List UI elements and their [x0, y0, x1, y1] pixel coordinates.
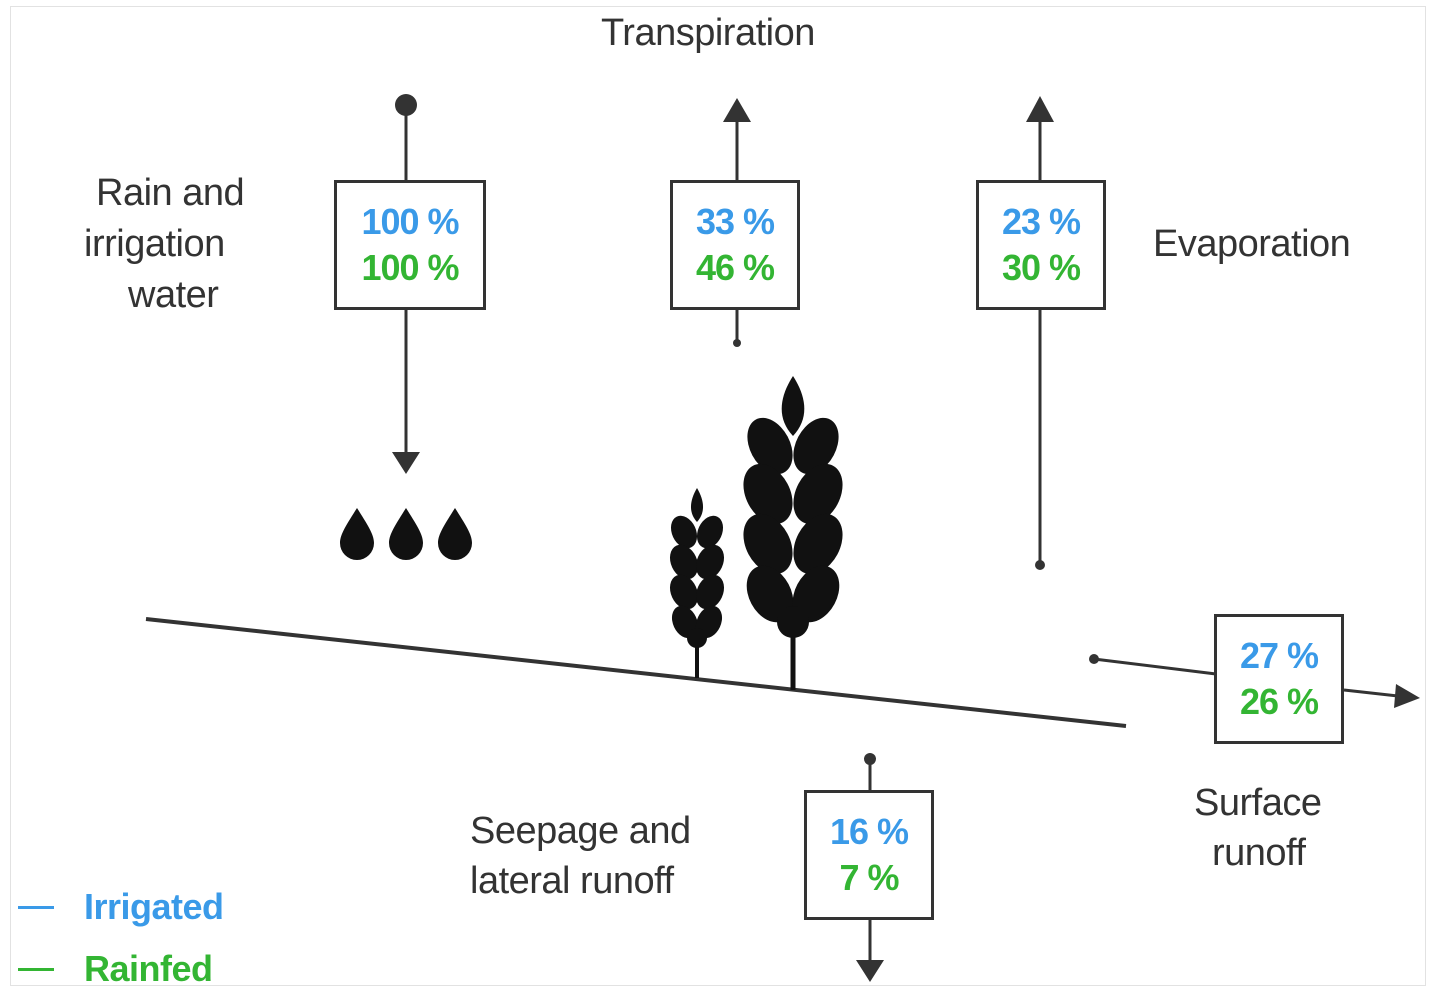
- surface-runoff-label-line1: Surface: [1194, 782, 1322, 824]
- transpiration-value-box: 33 % 46 %: [670, 180, 800, 310]
- rainfed-value: 100 %: [361, 247, 459, 288]
- irrigated-value: 100 %: [361, 201, 459, 242]
- seepage-arrow: [856, 753, 884, 982]
- seepage-label-line2: lateral runoff: [470, 860, 674, 902]
- seepage-value-box: 16 % 7 %: [804, 790, 934, 920]
- legend-irrigated: Irrigated: [18, 882, 278, 932]
- evaporation-value-box: 23 % 30 %: [976, 180, 1106, 310]
- rain-arrow: [392, 94, 420, 474]
- diagram-frame: [10, 6, 1426, 986]
- rainfed-swatch: [18, 968, 54, 971]
- irrigated-value: 16 %: [829, 811, 909, 852]
- evaporation-arrow: [1026, 96, 1054, 570]
- legend-rainfed: Rainfed: [18, 944, 278, 990]
- transpiration-label: Transpiration: [601, 12, 815, 54]
- ground-line: [145, 617, 1127, 728]
- surface-runoff-label-line2: runoff: [1212, 832, 1306, 874]
- irrigated-value: 23 %: [1001, 201, 1081, 242]
- irrigated-swatch: [18, 906, 54, 909]
- transpiration-arrow: [723, 98, 751, 347]
- wheat-icon: [743, 376, 843, 690]
- rainfed-legend-label: Rainfed: [84, 948, 213, 989]
- rainfed-value: 30 %: [1001, 247, 1081, 288]
- rainfed-value: 26 %: [1239, 681, 1319, 722]
- rain-value-box: 100 % 100 %: [334, 180, 486, 310]
- surface-runoff-value-box: 27 % 26 %: [1214, 614, 1344, 744]
- rainfed-value: 7 %: [839, 857, 899, 898]
- evaporation-label: Evaporation: [1153, 223, 1351, 265]
- wheat-icon: [669, 488, 725, 678]
- rain-irrigation-label-line3: water: [128, 274, 219, 316]
- irrigated-value: 33 %: [695, 201, 775, 242]
- rain-irrigation-label-line1: Rain and: [96, 172, 245, 214]
- irrigated-legend-label: Irrigated: [84, 886, 224, 927]
- rain-irrigation-label-line2: irrigation: [84, 223, 225, 265]
- rainfed-value: 46 %: [695, 247, 775, 288]
- water-drop-icon: [340, 508, 472, 560]
- irrigated-value: 27 %: [1239, 635, 1319, 676]
- surface-runoff-arrow: [1089, 654, 1420, 708]
- seepage-label-line1: Seepage and: [470, 810, 691, 852]
